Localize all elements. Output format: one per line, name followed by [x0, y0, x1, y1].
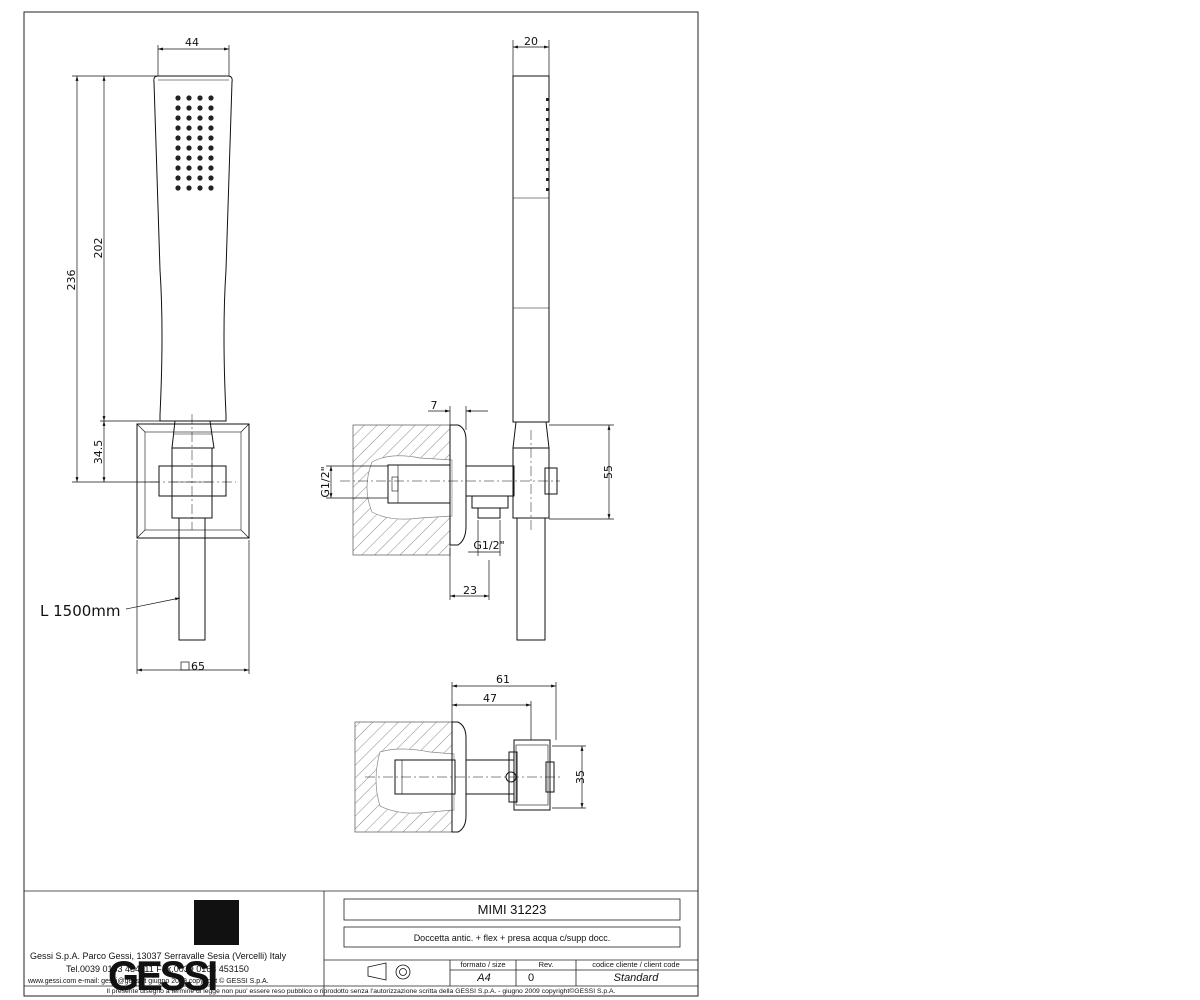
- dim-outer-61: 61: [496, 673, 510, 686]
- dim-height-35: 35: [574, 770, 587, 784]
- gessi-logo: GESSI: [108, 900, 239, 999]
- dim-width-20: 20: [524, 35, 538, 48]
- format-value: A4: [476, 972, 490, 984]
- thread-label-left: G1/2": [319, 466, 332, 497]
- thread-label-bottom: G1/2": [473, 539, 504, 552]
- company-web: www.gessi.com e-mail: gessi@gessi.it giu…: [27, 977, 269, 985]
- format-header: formato / size: [460, 960, 505, 969]
- dim-depth-23: 23: [463, 584, 477, 597]
- rev-value: 0: [528, 972, 534, 984]
- shower-head-front: [153, 75, 233, 422]
- wall-plate-front: [136, 423, 250, 539]
- client-code-header: codice cliente / client code: [592, 960, 680, 969]
- title-block: [24, 890, 698, 996]
- projection-symbol: [367, 962, 411, 981]
- dim-height-202: 202: [92, 238, 105, 259]
- rev-header: Rev.: [539, 960, 554, 969]
- dim-offset-7: 7: [431, 399, 438, 412]
- front-view: [136, 75, 250, 641]
- company-address: Gessi S.p.A. Parco Gessi, 13037 Serraval…: [30, 951, 287, 961]
- logo-square: [194, 900, 239, 945]
- nozzle-grid: [175, 95, 214, 191]
- square-symbol: [180, 661, 190, 671]
- hose-front: [178, 517, 206, 641]
- legal-note: Il presente disegno a termine di legge n…: [107, 987, 616, 995]
- hose-length-label: L 1500mm: [40, 602, 121, 620]
- logo-text: GESSI: [108, 952, 216, 999]
- dim-height-236: 236: [65, 270, 78, 291]
- dim-height-55: 55: [602, 465, 615, 479]
- bracket-top: [513, 739, 551, 811]
- product-code: MIMI 31223: [478, 902, 547, 917]
- sheet-frame: [23, 11, 699, 997]
- top-view: [354, 721, 560, 833]
- company-phone: Tel.0039 0163 454111 Fax.0039 0163 45315…: [66, 964, 249, 974]
- dim-plate-65: 65: [191, 660, 205, 673]
- product-description: Doccetta antic. + flex + presa acqua c/s…: [414, 933, 611, 943]
- side-view: [340, 75, 560, 641]
- dim-width-44: 44: [185, 36, 199, 49]
- hose-side: [516, 517, 546, 641]
- client-code-value: Standard: [614, 972, 660, 984]
- dim-height-34-5: 34.5: [92, 440, 105, 465]
- dim-inner-47: 47: [483, 692, 497, 705]
- shower-handle-side: [512, 75, 550, 423]
